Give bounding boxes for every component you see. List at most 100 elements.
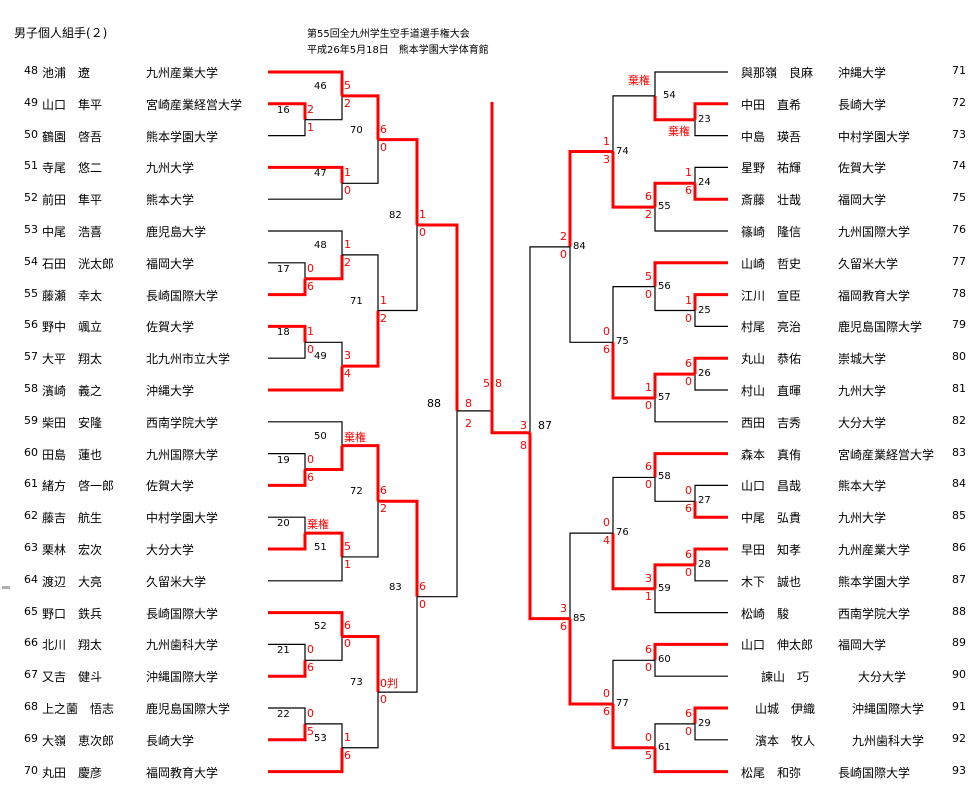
match-number: 55: [658, 201, 671, 213]
entry-number: 76: [952, 223, 966, 236]
bracket-line: [529, 246, 570, 433]
player-name: 上之薗 悟志: [42, 702, 115, 716]
entry-number: 60: [24, 445, 38, 459]
player-name: 寺尾 悠二: [42, 161, 103, 176]
entry-number: 86: [952, 541, 966, 554]
match-number: 47: [314, 168, 327, 180]
score-bottom: 1: [645, 589, 652, 603]
entry-number: 52: [24, 191, 38, 205]
bracket-line: [694, 119, 728, 137]
entry-number: 55: [24, 286, 38, 300]
bracket-line: [305, 95, 343, 121]
school-name: 長崎大学: [146, 733, 195, 748]
school-name: 熊本大学: [838, 479, 887, 494]
entry-number: 48: [24, 64, 38, 77]
school-name: 九州大学: [838, 511, 887, 526]
entry-number: 64: [24, 572, 38, 586]
final-score-left: 5: [483, 376, 490, 390]
score-bottom: 0: [685, 724, 692, 738]
bracket-line: [654, 397, 728, 423]
bracket-line: [417, 223, 459, 411]
school-name: 佐賀大学: [146, 320, 195, 335]
player-name: 栗林 宏次: [42, 543, 103, 557]
school-name: 宮崎産業経営大学: [838, 447, 935, 462]
match-number: 77: [616, 698, 629, 710]
entry-number: 58: [24, 382, 38, 395]
score-bottom: 6: [344, 748, 351, 762]
entry-number: 83: [952, 445, 966, 459]
player-name: 木下 誠也: [741, 574, 802, 589]
school-name: 鹿児島国際大学: [146, 702, 231, 716]
bracket-line: [342, 139, 379, 184]
score-bottom: 0: [307, 343, 314, 357]
event-name: 第55回全九州学生空手道選手権大会: [307, 29, 470, 40]
bracket-line: [654, 71, 728, 96]
score-top: 3: [645, 571, 652, 585]
player-name: 丸山 恭佑: [741, 352, 802, 367]
score-top: 棄権: [628, 74, 650, 87]
match-number: 17: [277, 263, 290, 275]
match-number: 84: [573, 240, 586, 252]
score-top: 6: [419, 579, 426, 593]
score-bottom: 2: [344, 96, 351, 110]
match-number: 54: [663, 89, 676, 101]
player-name: 諫山 巧: [761, 670, 810, 685]
entry-number: 62: [24, 509, 38, 523]
player-name: 篠崎 隆信: [741, 225, 802, 239]
school-name: 中村学園大学: [146, 511, 219, 526]
bracket-line: [612, 286, 655, 343]
score-bottom: 0: [560, 247, 567, 261]
school-name: 熊本大学: [146, 193, 195, 208]
entry-number: 77: [952, 254, 966, 268]
score-top: 3: [560, 601, 567, 615]
score-bottom: 6: [603, 343, 610, 357]
scroll-marker: [2, 586, 10, 589]
player-name: 大平 翔太: [42, 352, 103, 367]
school-name: 長崎国際大学: [146, 606, 219, 621]
score-bottom: 0: [380, 140, 387, 154]
player-name: 松崎 駿: [741, 606, 790, 621]
score-top: 棄権: [307, 518, 329, 532]
match-number: 18: [277, 327, 290, 339]
bracket-line: [268, 707, 306, 724]
score-top: 1: [344, 237, 351, 251]
bracket-line: [653, 261, 728, 287]
bracket-line: [268, 643, 306, 661]
match-number: 74: [616, 145, 629, 157]
bracket-line: [305, 445, 344, 471]
score-top: 6: [645, 460, 652, 474]
final-line: [490, 102, 530, 435]
match-number: 53: [314, 732, 327, 744]
entry-number: 87: [952, 572, 966, 586]
school-name: 福岡教育大学: [146, 765, 219, 780]
score-top: 1: [685, 293, 692, 307]
school-name: 佐賀大学: [146, 479, 195, 494]
match-number: 19: [277, 454, 290, 466]
entry-number: 89: [952, 636, 966, 650]
player-name: 鶴園 啓吾: [42, 129, 103, 144]
school-name: 大分大学: [146, 543, 195, 557]
bracket-line: [342, 444, 380, 502]
school-name: 大分大学: [838, 415, 887, 430]
bracket-line: [568, 618, 613, 706]
entry-number: 67: [24, 668, 38, 682]
school-name: 九州産業大学: [838, 543, 911, 557]
bracket-line: [654, 207, 728, 232]
score-bottom: 2: [380, 502, 387, 516]
score-bottom: 0: [645, 287, 652, 301]
score-top: 1: [603, 134, 610, 148]
score-bottom: 3: [603, 152, 610, 166]
school-name: 沖縄大学: [838, 66, 887, 80]
bracket-line: [342, 501, 379, 558]
score-bottom: 6: [307, 661, 314, 675]
bracket-line: [653, 642, 728, 661]
player-name: 野中 颯立: [42, 320, 103, 335]
school-name: 中村学園大学: [838, 129, 911, 144]
player-name: 斎藤 壮哉: [741, 193, 802, 208]
school-name: 長崎大学: [838, 97, 887, 112]
match-number: 70: [350, 124, 363, 136]
bracket-line: [653, 563, 695, 589]
player-name: 星野 祐輝: [741, 161, 802, 176]
player-name: 濱本 牧人: [755, 733, 816, 748]
score-bottom: 0: [344, 184, 351, 198]
